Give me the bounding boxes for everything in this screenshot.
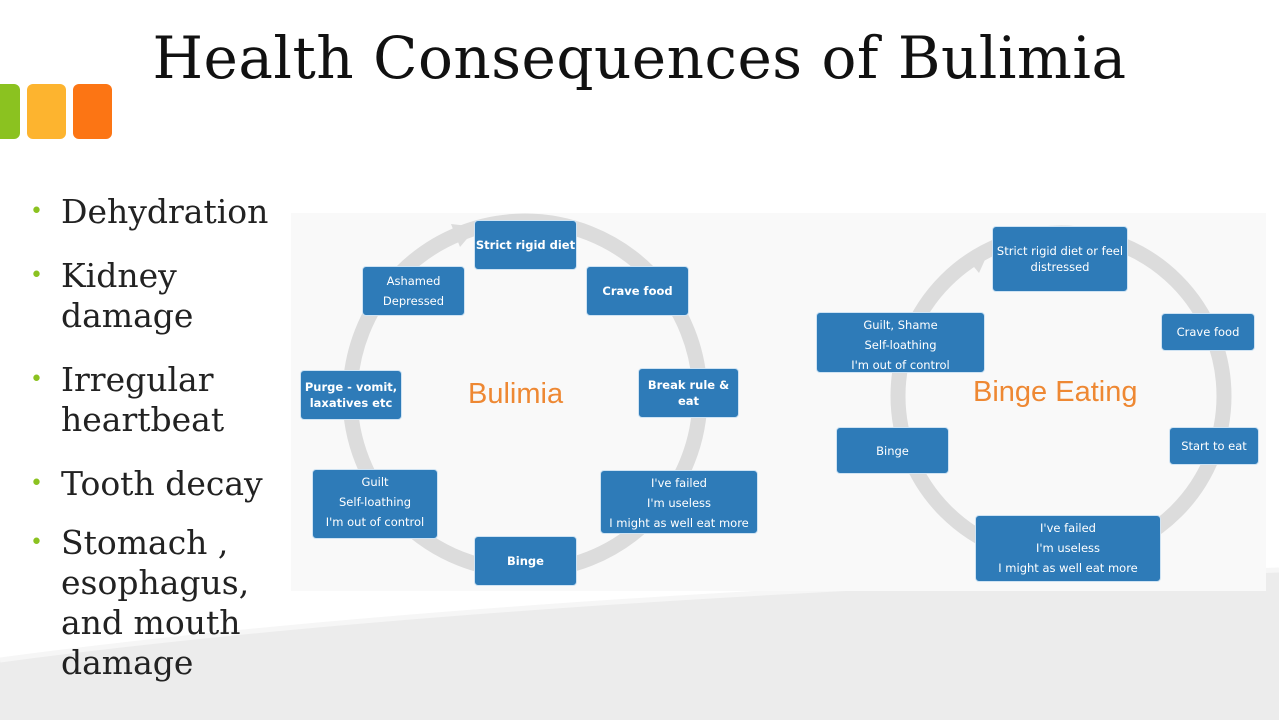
bulimia-node-crave-food: Crave food	[586, 266, 689, 316]
diagram-panel: Bulimia Binge Eating Strict rigid diet C…	[291, 213, 1266, 591]
bulimia-node-strict-diet: Strict rigid diet	[474, 220, 577, 270]
bullet-line: Irregular	[61, 360, 214, 399]
bulimia-node-failed: I've failed I'm useless I might as well …	[600, 470, 758, 534]
bullet-line: Dehydration	[61, 192, 269, 231]
bulimia-node-guilt: Guilt Self-loathing I'm out of control	[312, 469, 438, 539]
bullet-item: • Stomach , esophagus, and mouth damage	[30, 523, 280, 683]
bullet-line: heartbeat	[61, 400, 225, 439]
bulimia-node-ashamed: Ashamed Depressed	[362, 266, 465, 316]
accent-square-yellow	[27, 84, 66, 139]
bullet-dot: •	[30, 263, 43, 288]
binge-node-failed: I've failed I'm useless I might as well …	[975, 515, 1161, 582]
bulimia-label: Bulimia	[468, 378, 564, 410]
binge-node-binge: Binge	[836, 427, 949, 474]
bullet-dot: •	[30, 530, 43, 555]
binge-node-crave-food: Crave food	[1161, 313, 1255, 351]
bullet-line: damage	[61, 296, 194, 335]
bullet-dot: •	[30, 367, 43, 392]
bullet-line: and mouth	[61, 603, 241, 642]
binge-node-strict-diet: Strict rigid diet or feel distressed	[992, 226, 1128, 292]
bullet-dot: •	[30, 199, 43, 224]
binge-node-guilt: Guilt, Shame Self-loathing I'm out of co…	[816, 312, 985, 373]
bullet-item: • Irregular heartbeat	[30, 360, 280, 440]
bulimia-node-binge: Binge	[474, 536, 577, 586]
bullet-item: • Kidney damage	[30, 256, 280, 336]
bullet-list: • Dehydration • Kidney damage • Irregula…	[30, 192, 280, 707]
bulimia-node-purge: Purge - vomit, laxatives etc	[300, 370, 402, 420]
accent-square-orange	[73, 84, 112, 139]
bullet-line: Tooth decay	[61, 464, 263, 503]
bullet-line: Stomach ,	[61, 523, 229, 562]
accent-square-green	[0, 84, 20, 139]
slide-title: Health Consequences of Bulimia	[152, 24, 1127, 92]
bullet-item: • Tooth decay	[30, 464, 280, 504]
bullet-item: • Dehydration	[30, 192, 280, 232]
bullet-dot: •	[30, 471, 43, 496]
bullet-line: Kidney	[61, 256, 177, 295]
binge-eating-label: Binge Eating	[973, 376, 1138, 408]
bullet-line: damage	[61, 643, 194, 682]
bullet-line: esophagus,	[61, 563, 250, 602]
binge-node-start-eat: Start to eat	[1169, 427, 1259, 465]
bulimia-node-break-rule: Break rule & eat	[638, 368, 739, 418]
